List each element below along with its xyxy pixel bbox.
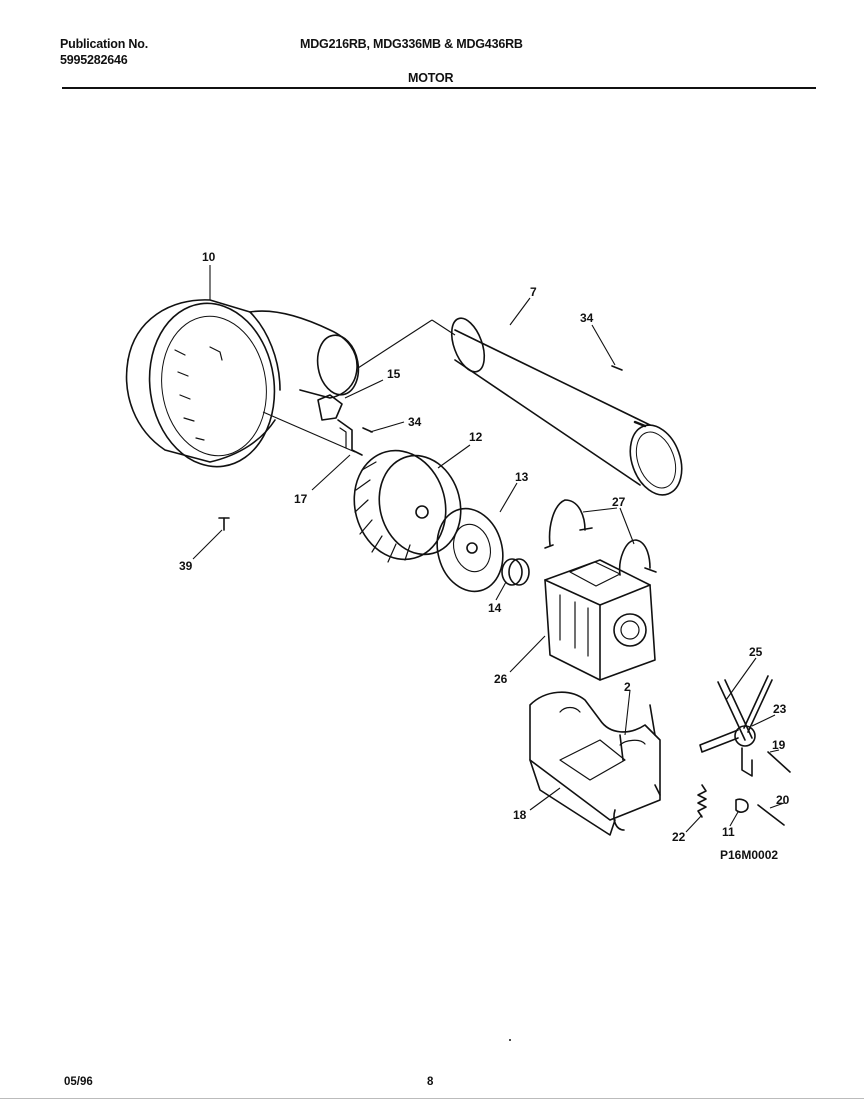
callout-7: 7 [530,285,537,299]
callout-27: 27 [612,495,626,509]
callout-10: 10 [202,250,216,264]
bearing [501,558,530,586]
header-rule [62,87,816,89]
callout-34-bracket: 34 [408,415,422,429]
publication-label: Publication No. [60,37,148,51]
blower-wheel [353,449,462,563]
callout-23: 23 [773,702,787,716]
motor-clamps [544,499,657,576]
switch-bracket [317,394,363,456]
callout-17: 17 [294,492,308,506]
bottom-rule [0,1098,864,1099]
callout-2: 2 [624,680,631,694]
motor-mount-bracket [529,691,661,836]
callout-39: 39 [179,559,193,573]
publication-date: 05/96 [64,1076,93,1088]
callout-13: 13 [515,470,529,484]
callout-22: 22 [672,830,686,844]
seal-plate [436,507,504,593]
motor-assembly [544,559,656,681]
callout-26: 26 [494,672,508,686]
callout-20: 20 [776,793,790,807]
callout-25: 25 [749,645,763,659]
callout-34-duct: 34 [580,311,594,325]
callout-19: 19 [772,738,786,752]
callout-14: 14 [488,601,502,615]
page-number: 8 [427,1076,434,1088]
model-numbers: MDG216RB, MDG336MB & MDG436RB [300,37,523,51]
callout-12: 12 [469,430,483,444]
callout-11: 11 [722,825,735,839]
blower-housing [125,299,360,468]
callout-15: 15 [387,367,401,381]
figure-code: P16M0002 [720,848,779,862]
section-title: MOTOR [408,71,454,85]
publication-number: 5995282646 [60,53,128,67]
exhaust-duct [450,317,683,496]
idler-arm [699,675,773,777]
callout-18: 18 [513,808,527,822]
hardware [218,365,791,826]
